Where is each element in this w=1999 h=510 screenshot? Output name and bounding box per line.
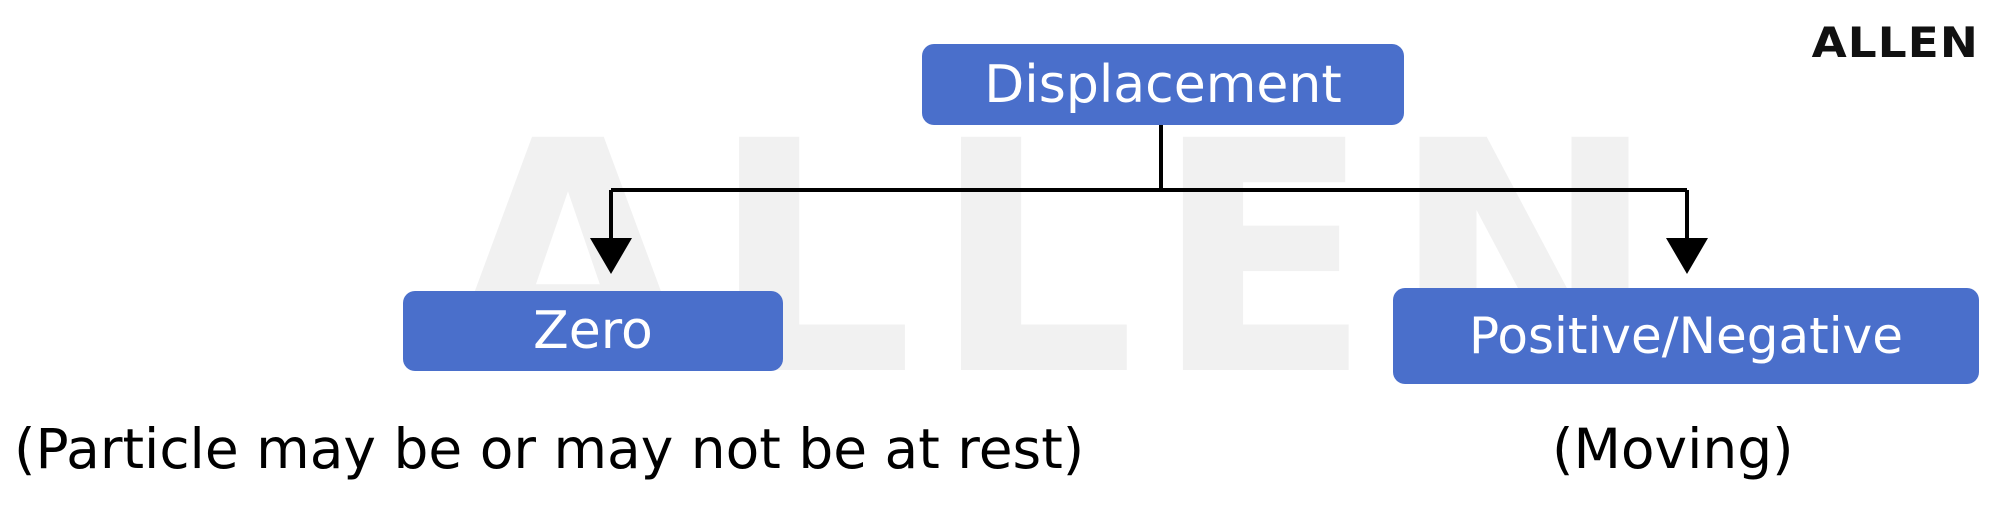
- note-zero: (Particle may be or may not be at rest): [14, 417, 1085, 481]
- node-positive-negative: Positive/Negative: [1393, 288, 1979, 384]
- node-zero: Zero: [403, 291, 783, 371]
- left-arrowhead: [590, 238, 632, 274]
- node-displacement-label: Displacement: [984, 54, 1342, 115]
- logo: ALLEN: [1811, 18, 1979, 67]
- node-positive-negative-label: Positive/Negative: [1469, 307, 1903, 365]
- note-positive-negative: (Moving): [1552, 417, 1794, 481]
- node-displacement: Displacement: [922, 44, 1404, 125]
- right-arrowhead: [1666, 238, 1708, 274]
- node-zero-label: Zero: [533, 301, 653, 361]
